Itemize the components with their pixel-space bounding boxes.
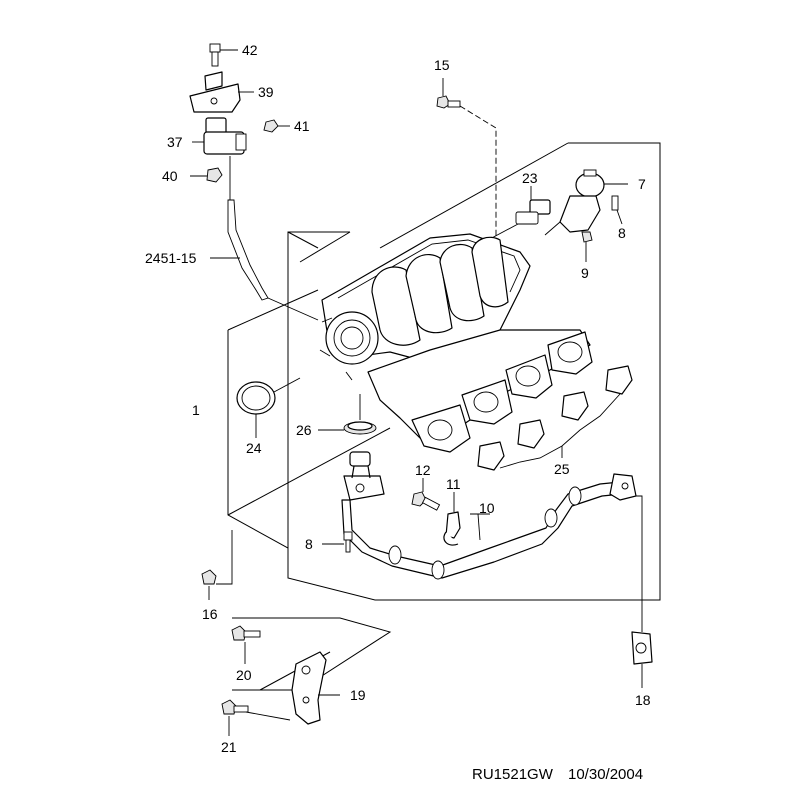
intake-manifold	[319, 233, 593, 453]
footer: RU1521GW 10/30/2004	[472, 766, 643, 783]
callout-19: 19	[350, 687, 366, 703]
callout-26: 26	[296, 422, 312, 438]
nut-40	[190, 167, 223, 183]
callout-23: 23	[522, 170, 538, 186]
sensor-bracket-group	[189, 43, 319, 321]
gasket-24	[236, 377, 301, 438]
bracket-39	[189, 71, 254, 113]
nut-16	[201, 530, 233, 600]
callout-2451-15: 2451-15	[145, 250, 197, 266]
gasket-18	[631, 495, 653, 688]
diagram-date: 10/30/2004	[568, 766, 643, 783]
egr-pipe	[341, 451, 637, 580]
callout-11: 11	[446, 476, 461, 492]
callout-41: 41	[294, 118, 310, 134]
o-ring-26	[318, 394, 377, 435]
callout-20: 20	[236, 667, 252, 683]
sensor-23	[487, 186, 551, 241]
bracket-19	[291, 651, 340, 725]
clamp-11	[443, 492, 461, 546]
callout-10: 10	[479, 500, 495, 516]
assembly-frame	[227, 142, 661, 601]
callout-1: 1	[192, 402, 200, 418]
nut-41	[263, 119, 290, 133]
callout-40: 40	[162, 168, 178, 184]
bolt-20	[231, 625, 261, 664]
callout-39: 39	[258, 84, 274, 100]
callout-12: 12	[415, 462, 431, 478]
callout-8-lower: 8	[305, 536, 313, 552]
callout-15: 15	[434, 57, 450, 73]
sensor-37	[192, 117, 247, 155]
callout-37: 37	[167, 134, 183, 150]
callout-24: 24	[246, 440, 262, 456]
callout-9: 9	[581, 265, 589, 281]
bolt-12	[411, 478, 441, 511]
callout-18: 18	[635, 692, 651, 708]
callout-25: 25	[554, 461, 570, 477]
callout-7: 7	[638, 176, 646, 192]
callout-16: 16	[202, 606, 218, 622]
vacuum-hose	[210, 156, 319, 321]
valve-7-group	[544, 169, 628, 262]
bolt-42	[209, 43, 238, 67]
diagram-code: RU1521GW	[472, 766, 554, 783]
callout-21: 21	[221, 739, 237, 755]
callout-8-upper: 8	[618, 225, 626, 241]
port-gaskets-25	[477, 365, 633, 471]
bolt-21	[221, 699, 291, 736]
bolt-8-lower	[322, 531, 353, 553]
callout-42: 42	[242, 42, 258, 58]
callout-labels: 42 39 41 37 40 15 23 7 8 9 2451-15 1 24 …	[145, 42, 651, 755]
